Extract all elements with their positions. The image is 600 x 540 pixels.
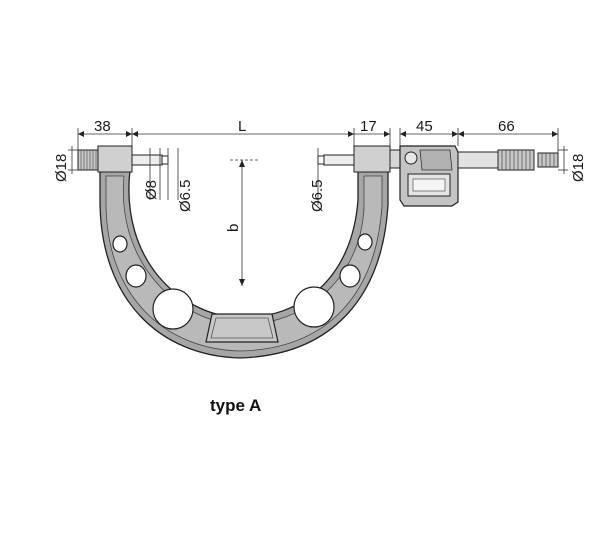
thimble-knurl-lines: [501, 150, 531, 170]
sleeve: [457, 151, 499, 169]
dim-spindle-tip-diameter: Ø6.5: [309, 179, 326, 212]
digital-head-panel: [419, 149, 453, 171]
ratchet-knurl-lines: [541, 153, 555, 167]
digital-head-connector: [389, 149, 401, 169]
dimension-arrows: [78, 131, 558, 286]
spindle-tip: [317, 155, 325, 165]
spindle-assembly: [317, 145, 559, 207]
insulation-plate-inner: [210, 317, 274, 339]
figure-caption: type A: [210, 396, 261, 415]
dim-length: L: [238, 118, 246, 135]
frame-hole-5: [339, 264, 361, 288]
spindle-holder: [353, 145, 391, 173]
dim-frame-length: 38: [94, 118, 111, 135]
frame-hole-4: [293, 286, 335, 328]
dim-diameter-left: Ø18: [53, 154, 70, 182]
frame-hole-6: [357, 233, 373, 251]
dim-anvil-offset: 17: [360, 118, 377, 135]
anvil-holder: [97, 145, 133, 173]
frame-hole-1: [112, 235, 128, 253]
spindle-shaft: [323, 154, 355, 166]
thimble-knurl: [497, 149, 535, 171]
frame-hole-2: [125, 264, 147, 288]
micrometer-frame: [99, 169, 389, 359]
lcd-display-inner: [412, 178, 446, 192]
dim-thimble-length: 66: [498, 118, 515, 135]
ratchet-stop: [537, 152, 559, 168]
dim-anvil-tip-diameter: Ø6.5: [177, 179, 194, 212]
insulation-plate: [205, 313, 279, 343]
anvil-shaft: [131, 154, 163, 166]
dim-diameter-right: Ø18: [570, 154, 587, 182]
frame-hole-3: [152, 288, 194, 330]
dim-depth: b: [225, 224, 242, 232]
anvil-assembly: [77, 145, 169, 173]
dimension-lines: [68, 128, 568, 286]
dim-anvil-diameter: Ø8: [143, 180, 160, 200]
dim-head-length: 45: [416, 118, 433, 135]
anvil-tip: [161, 155, 169, 165]
digital-head-button: [404, 151, 418, 165]
anvil-knurl-lines: [80, 150, 97, 170]
